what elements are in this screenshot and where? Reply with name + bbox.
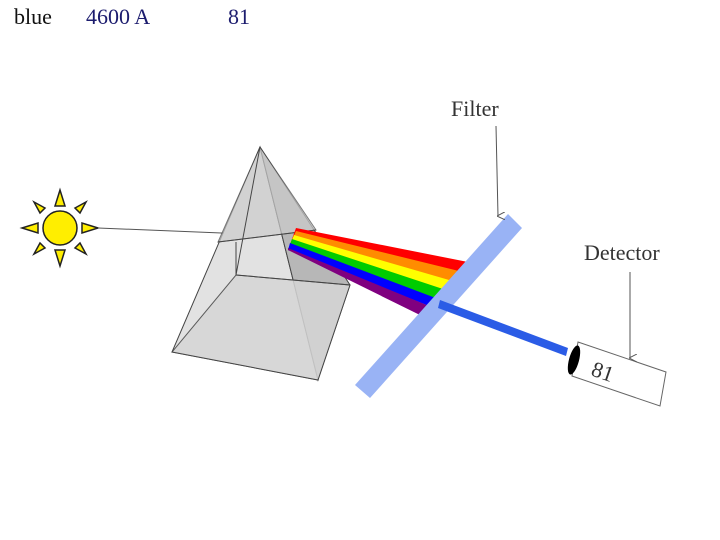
spectrum-band-orange (288, 231, 463, 282)
prism (171, 145, 351, 382)
lens-icon (567, 345, 581, 375)
spectrum-fan (288, 228, 468, 317)
value-readout: 81 (228, 4, 250, 29)
detector-label: Detector (584, 240, 660, 265)
detector[interactable]: 81 (565, 341, 667, 407)
spectrum-band-red (288, 228, 468, 272)
spectrum-band-green (288, 239, 449, 300)
sun-icon[interactable] (19, 187, 101, 269)
filter-pointer-arrow (495, 125, 498, 216)
filter-label: Filter (451, 96, 499, 121)
selected-beam (438, 300, 568, 356)
spectrum-band-blue (288, 243, 441, 308)
wavelength-readout: 4600 A (86, 4, 151, 29)
spectrum-band-yellow (288, 235, 456, 291)
color-readout: blue (14, 4, 52, 29)
detector-body (571, 341, 667, 407)
spectrum-band-violet (288, 248, 434, 317)
